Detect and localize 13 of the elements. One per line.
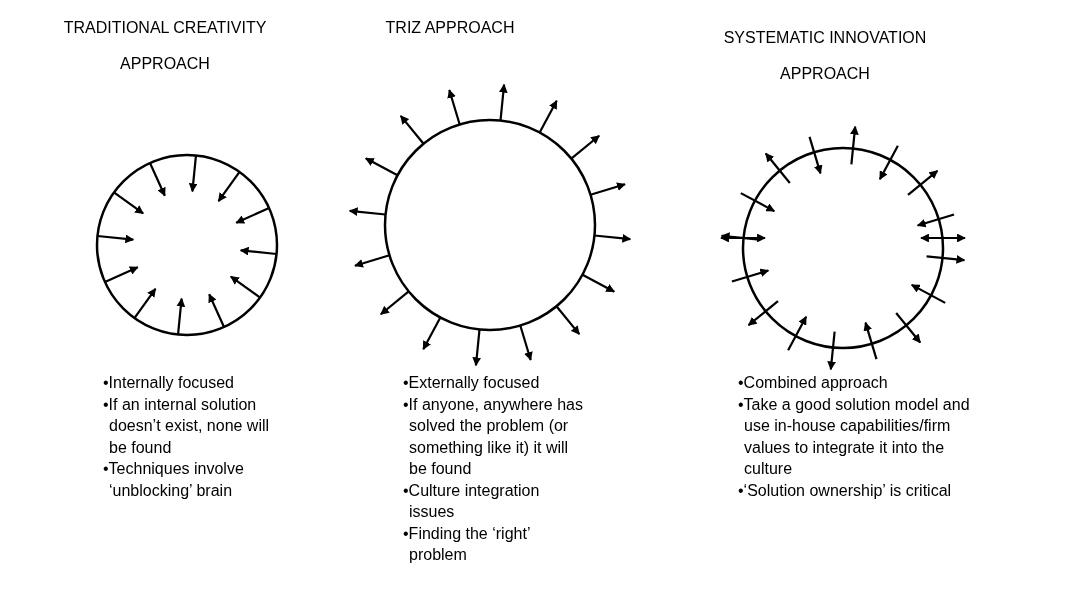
bullet-point: •Externally focused bbox=[403, 373, 541, 393]
bullet-point: •If anyone, anywhere has solved the problem (or something like it) it will be found bbox=[403, 394, 583, 479]
column-heading: TRADITIONAL CREATIVITY APPROACH bbox=[62, 18, 268, 74]
bullet-point: •Take a good solution model and use in-house capabilities/firm values to integrate it into the culture bbox=[738, 394, 971, 479]
column-heading: SYSTEMATIC INNOVATION APPROACH bbox=[722, 28, 928, 84]
bullet-point: •Culture integration issues bbox=[403, 480, 541, 522]
column-heading: TRIZ APPROACH bbox=[384, 18, 516, 38]
bullet-point: •Combined approach bbox=[738, 373, 889, 393]
bullet-point: •Finding the ‘right’ problem bbox=[403, 523, 531, 565]
bullet-point: •‘Solution ownership’ is critical bbox=[738, 480, 953, 501]
bullet-point: •Internally focused bbox=[103, 373, 235, 393]
bullet-point: •If an internal solution doesn’t exist, none will be found bbox=[103, 394, 271, 458]
bullet-point: •Techniques involve ‘unblocking’ brain bbox=[103, 459, 245, 501]
